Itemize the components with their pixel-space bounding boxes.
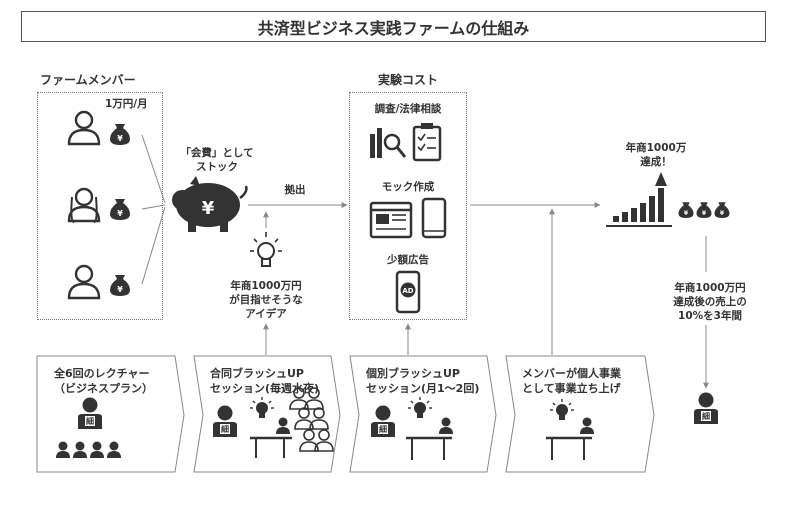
phase-4-line1: メンバーが個人事業	[522, 367, 621, 380]
idea-line1: 年商1000万円	[230, 280, 302, 292]
flow-line	[141, 134, 166, 204]
phase-2-line1: 合同ブラッシュUP	[210, 367, 304, 380]
svg-text:¥: ¥	[684, 210, 689, 217]
mock-label: モック作成	[381, 181, 435, 193]
members-box	[37, 92, 163, 320]
lightbulb-icon	[250, 232, 282, 267]
svg-text:¥: ¥	[720, 210, 725, 217]
smartphone-icon	[421, 197, 447, 239]
svg-text:細: 細	[221, 424, 229, 434]
member-icon	[67, 110, 101, 146]
pig-label-line2: ストック	[196, 161, 238, 173]
costs-box	[349, 92, 467, 320]
member-icon	[67, 264, 101, 300]
research-label: 調査/法律相談	[374, 103, 442, 115]
goal-line1: 年商1000万	[625, 142, 687, 154]
growth-chart-icon	[606, 172, 672, 227]
yen-icon: ¥	[117, 209, 123, 218]
goal-line2: 達成！	[640, 156, 672, 168]
ads-label: 少額広告	[387, 254, 429, 266]
svg-text:細: 細	[379, 424, 387, 434]
pig-label-line1: 「会費」として	[180, 147, 254, 159]
members-label: ファームメンバー	[40, 73, 136, 87]
phase-2-line2: セッション(毎週水夜)	[210, 382, 320, 395]
phase-chevron	[36, 355, 185, 473]
svg-text:¥: ¥	[202, 198, 215, 219]
share-line1: 年商1000万円	[674, 282, 746, 294]
diagram-title: 共済型ビジネス実践ファームの仕組み	[21, 11, 766, 42]
svg-text:AD: AD	[402, 287, 413, 295]
yen-icon: ¥	[117, 134, 123, 143]
browser-mock-icon	[369, 201, 413, 239]
person-at-table-icon	[406, 417, 453, 460]
fund-out-label: 拠出	[284, 184, 306, 196]
svg-text:細: 細	[86, 416, 94, 426]
costs-label: 実験コスト	[378, 73, 439, 87]
fee-label: 1万円/月	[105, 98, 148, 110]
phase-chevron	[505, 355, 655, 473]
phase-1-line1: 全6回のレクチャー	[54, 367, 150, 380]
piggy-bank-icon: ¥	[172, 176, 248, 232]
phase-1-line2: （ビジネスプラン）	[54, 382, 153, 395]
phase-3-line1: 個別ブラッシュUP	[366, 367, 460, 380]
idea-line3: アイデア	[245, 308, 287, 320]
phase-4-line2: として事業立ち上げ	[522, 382, 621, 395]
share-line3: 10%を3年間	[678, 310, 742, 322]
hair-icon	[70, 196, 98, 223]
person-at-table-icon	[250, 417, 292, 458]
yen-icon: ¥	[117, 285, 123, 294]
person-at-table-icon	[546, 417, 594, 460]
phase-3-line2: セッション(月1〜2回)	[366, 382, 480, 395]
research-icon	[370, 128, 407, 158]
member-icon	[67, 187, 101, 223]
share-line2: 達成後の売上の	[673, 296, 747, 308]
checklist-icon	[412, 123, 442, 162]
svg-text:細: 細	[702, 411, 710, 421]
flow-line	[141, 204, 166, 210]
flow-line	[141, 206, 166, 285]
ad-phone-icon: AD	[395, 270, 421, 314]
idea-line2: が目指せそうな	[229, 294, 303, 306]
svg-text:¥: ¥	[702, 210, 707, 217]
